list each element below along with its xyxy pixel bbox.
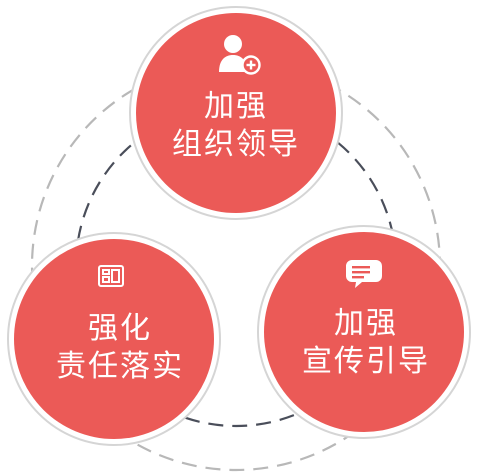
node-top — [129, 6, 343, 220]
chat-bubble-icon — [346, 260, 382, 288]
node-left-label: 强化 责任落实 — [10, 310, 230, 386]
node-right-label: 加强 宣传引导 — [256, 305, 476, 381]
node-left — [7, 232, 221, 446]
node-right — [257, 225, 471, 439]
node-right-line1: 加强 — [334, 306, 398, 341]
node-top-line1: 加强 — [204, 89, 268, 124]
node-left-line1: 强化 — [88, 311, 152, 346]
node-top-line2: 组织领导 — [172, 127, 300, 162]
node-top-label: 加强 组织领导 — [126, 88, 346, 164]
node-right-line2: 宣传引导 — [302, 344, 430, 379]
node-left-circle — [14, 239, 214, 439]
node-right-circle — [264, 232, 464, 432]
org-chart-icon — [98, 265, 124, 287]
user-plus-icon — [219, 35, 261, 75]
node-top-circle — [136, 13, 336, 213]
node-left-line2: 责任落实 — [56, 349, 184, 384]
